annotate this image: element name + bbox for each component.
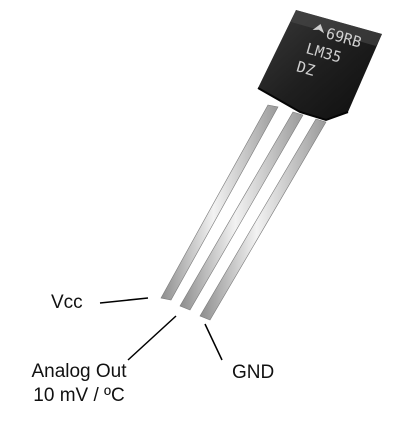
logo-icon	[312, 24, 325, 34]
leader-gnd	[204, 323, 223, 361]
chip-body	[257, 10, 382, 122]
analog-scale-label: 10 mV / ºC	[33, 385, 125, 406]
lead-analog-out	[179, 111, 304, 311]
pin-label-gnd: GND	[232, 362, 275, 383]
leader-lines	[99, 297, 223, 361]
pin-label-vcc: Vcc	[51, 292, 83, 313]
analog-out-label: Analog Out	[31, 361, 127, 382]
lead-vcc	[160, 104, 279, 301]
pin-label-analog-out: Analog Out 10 mV / ºC	[18, 360, 140, 408]
leader-vcc	[99, 297, 149, 304]
leader-analog-out	[127, 315, 177, 361]
leads	[160, 104, 327, 321]
lead-gnd	[199, 118, 327, 321]
marking-line-3: DZ	[295, 57, 317, 79]
